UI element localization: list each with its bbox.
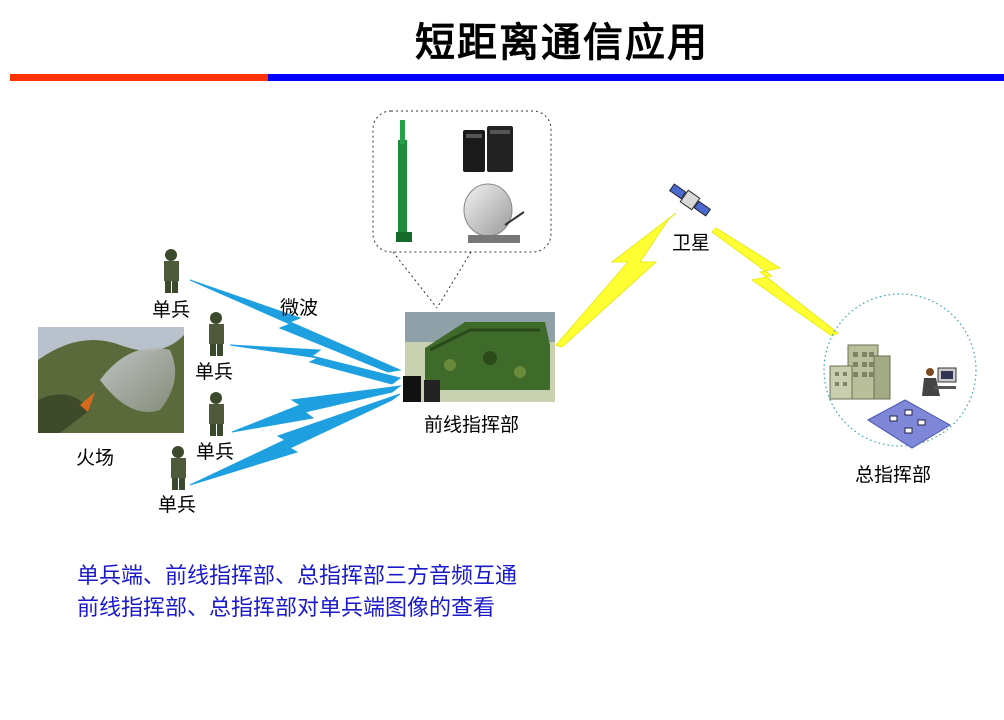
fire-scene-image	[38, 327, 184, 433]
microwave-link	[189, 279, 402, 486]
hq-building-icon	[829, 344, 891, 400]
soldier-label: 单兵	[195, 361, 234, 383]
title-underline-red	[10, 74, 268, 81]
soldier-icon	[158, 247, 229, 490]
soldier-label: 单兵	[152, 299, 191, 321]
hq-label: 总指挥部	[855, 464, 932, 486]
antenna-mast-icon	[396, 120, 412, 242]
satellite-label: 卫星	[672, 232, 711, 254]
page-title: 短距离通信应用	[415, 20, 709, 66]
satellite-link	[555, 212, 839, 348]
operator-icon	[922, 367, 957, 396]
note-line: 前线指挥部、总指挥部对单兵端图像的查看	[77, 596, 496, 621]
hq-zone	[823, 293, 977, 447]
title-underline-blue	[268, 74, 1004, 81]
equipment-callout	[372, 110, 552, 309]
fire-label: 火场	[76, 447, 115, 469]
command-tent-image	[403, 312, 555, 402]
note-line: 单兵端、前线指挥部、总指挥部三方音频互通	[77, 564, 518, 589]
equipment-case-icon	[463, 126, 513, 172]
satellite-dish-icon	[463, 183, 525, 243]
front-command-label: 前线指挥部	[424, 414, 520, 436]
microwave-label: 微波	[280, 297, 319, 319]
soldier-label: 单兵	[196, 441, 235, 463]
network-map-icon	[867, 399, 951, 449]
soldier-label: 单兵	[158, 494, 197, 516]
satellite-icon	[668, 183, 712, 217]
